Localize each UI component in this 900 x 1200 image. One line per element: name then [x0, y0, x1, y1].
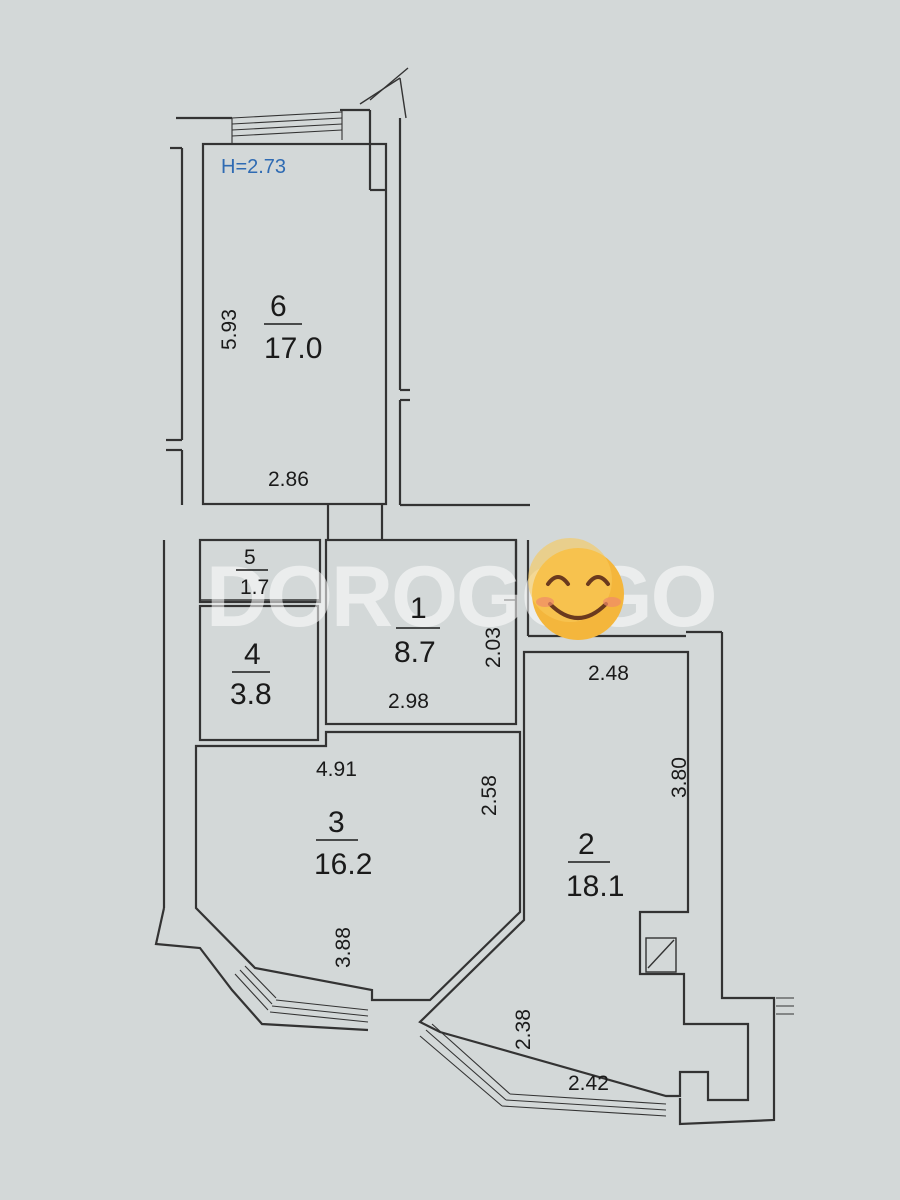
- room-1-area: 8.7: [394, 636, 436, 669]
- room-2-number: 2: [578, 828, 595, 861]
- room-3-area: 16.2: [314, 848, 372, 881]
- room-6-width: 2.86: [268, 468, 309, 491]
- ceiling-height-label: H=2.73: [221, 156, 286, 178]
- central-walls: [162, 505, 722, 908]
- room-3-length: 2.58: [478, 775, 501, 816]
- room-3-window: [234, 965, 369, 1023]
- room-1-length: 2.03: [482, 627, 505, 668]
- room-2-walls: [418, 632, 776, 1126]
- room-2-bay-dim: 2.38: [512, 1009, 535, 1050]
- room-6-window: [231, 110, 343, 144]
- smiling-face-icon: [528, 538, 624, 640]
- room-2-area: 18.1: [566, 870, 624, 903]
- watermark: DOROGOGO: [206, 549, 716, 645]
- room-2-width-top: 2.48: [588, 662, 629, 685]
- room-2-window: [419, 997, 794, 1117]
- room-1-number: 1: [410, 592, 427, 625]
- room-6-length: 5.93: [218, 309, 241, 350]
- room-3-width-top: 4.91: [316, 758, 357, 781]
- room-2-width-bottom: 2.42: [568, 1072, 609, 1095]
- room-3-bay-dim: 3.88: [332, 927, 355, 968]
- room-6-walls: [166, 67, 530, 507]
- room-4-number: 4: [244, 638, 261, 671]
- room-2-length: 3.80: [668, 757, 691, 798]
- room-6-number: 6: [270, 290, 287, 323]
- room-3-walls: [154, 730, 522, 1032]
- room-3-number: 3: [328, 806, 345, 839]
- room-5-area: 1.7: [240, 576, 269, 599]
- room-1-width: 2.98: [388, 690, 429, 713]
- room-6-area: 17.0: [264, 332, 322, 365]
- room-4-area: 3.8: [230, 678, 272, 711]
- room-5-number: 5: [244, 546, 256, 569]
